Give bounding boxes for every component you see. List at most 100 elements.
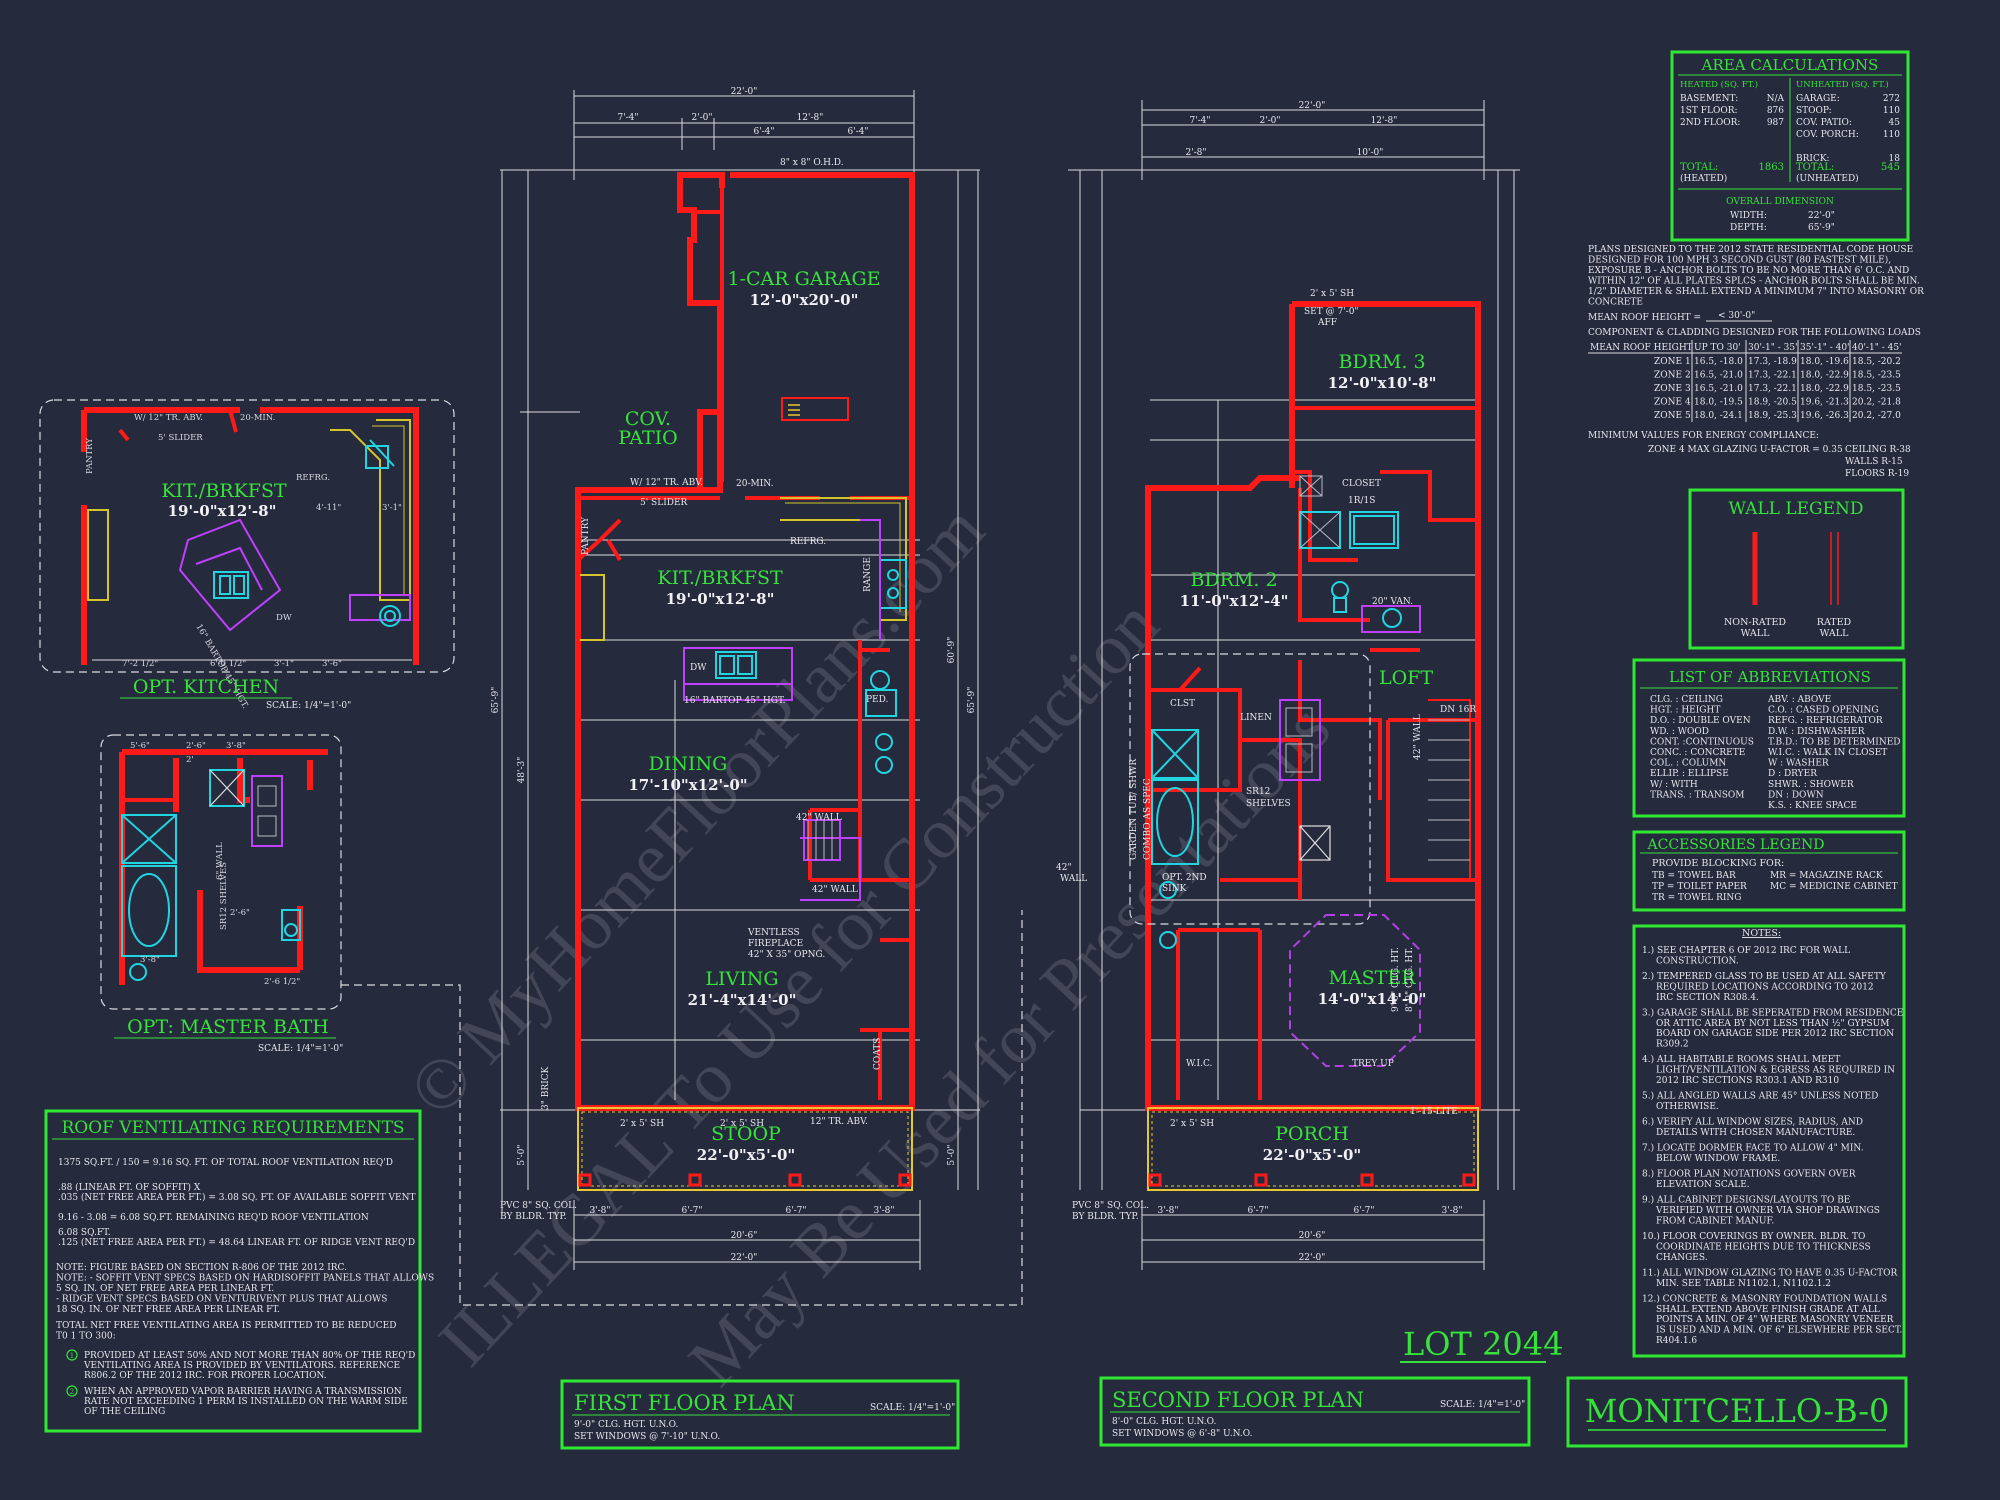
watermark: © MyHomeFloorPlans.com ILLEGAL To Use fo… [393,489,1345,1401]
abbreviation-item: ELLIP. : ELLIPSE [1650,769,1729,779]
plan-label: 2' x 5' SH [1170,1119,1214,1129]
first-floor-title-block: FIRST FLOOR PLAN SCALE: 1/4"=1'-0" 9'-0"… [560,1379,960,1450]
cladding-cell: 18.0, -19.6 [1800,357,1849,367]
plan-label: DW [690,663,707,673]
note-line: 2.) TEMPERED GLASS TO BE USED AT ALL SAF… [1642,971,1887,982]
dimension-text: 2'-0" [691,113,712,123]
rated-label: RATED [1817,617,1852,628]
heated-row-value: 876 [1767,106,1784,116]
plan-label: 12" TR. ABV. [810,1117,868,1127]
accessory-item: TP = TOILET PAPER [1652,882,1747,892]
roof-vent-note: - RIDGE VENT SPECS BASED ON VENTURIVENT … [56,1295,387,1305]
dimension-text: 6'-4" [753,127,774,137]
note-line: LIGHT/VENTILATION & EGRESS AS REQUIRED I… [1656,1066,1895,1076]
rated-wall: WALL [1820,628,1849,639]
svg-text:6'-0 1/2": 6'-0 1/2" [210,659,246,669]
note-line: 2012 IRC SECTIONS R303.1 AND R310 [1656,1076,1839,1086]
abbreviation-item: TRANS. : TRANSOM [1650,790,1745,800]
unheated-row-value: 110 [1883,106,1900,116]
unheated-row-value: 45 [1889,118,1901,128]
energy-title: MINIMUM VALUES FOR ENERGY COMPLIANCE: [1588,431,1819,441]
svg-text:6" WALL: 6" WALL [215,842,225,880]
note-line: 10.) FLOOR COVERINGS BY OWNER. BLDR. TO [1642,1231,1865,1242]
mean-roof-height-value: < 30'-0" [1718,311,1755,321]
area-title: AREA CALCULATIONS [1701,56,1879,74]
dimension-text: 48'-3" [517,757,527,784]
plan-label: RANGE [863,557,873,592]
abbreviation-item: T.B.D.: TO BE DETERMINED [1768,737,1901,747]
abbreviations-title: LIST OF ABBREVIATIONS [1669,668,1871,686]
dimension-text: 20'-6" [731,1231,758,1241]
cladding-cell: 18.5, -23.5 [1852,384,1901,394]
accessory-item: TB = TOWEL BAR [1652,871,1736,881]
opt-kitchen-room: KIT./BRKFST [161,480,287,502]
svg-text:2: 2 [70,1388,74,1396]
second-floor-plan: BDRM. 312'-0"x10'-8"BDRM. 211'-0"x12'-4"… [1056,100,1520,1270]
wall-legend-title: WALL LEGEND [1728,499,1863,519]
cladding-cell: ZONE 5 [1654,411,1691,421]
plan-label: TREY UP [1352,1059,1394,1069]
energy-line: ZONE 4 MAX GLAZING U-FACTOR = 0.35 [1648,445,1843,455]
note-line: SHALL EXTEND ABOVE FINISH GRADE AT ALL [1656,1305,1880,1315]
cladding-cell: 16.5, -18.0 [1694,357,1743,367]
depth-value: 65'-9" [1808,223,1835,233]
cladding-header: 40'-1" - 45' [1852,343,1902,353]
roof-vent-title: ROOF VENTILATING REQUIREMENTS [61,1118,404,1138]
first-floor-sub2: SET WINDOWS @ 7'-10" U.N.O. [574,1432,720,1442]
cladding-cell: ZONE 2 [1654,371,1691,381]
dimension-text: 3'-8" [589,1206,610,1216]
unheated-row-value: 110 [1883,130,1900,140]
first-floor-dims: 22'-0"7'-4"2'-0"12'-8"6'-4"6'-4"3'-8"6'-… [491,87,977,1263]
svg-text:SR12 SHELVES: SR12 SHELVES [219,862,229,930]
design-note-line: 1/2" DIAMETER & SHALL EXTEND A MINIMUM 7… [1588,287,1924,297]
note-line: 5.) ALL ANGLED WALLS ARE 45° UNLESS NOTE… [1642,1091,1878,1102]
plan-label: BY BLDR. TYP. [500,1212,567,1222]
cladding-header: 35'-1" - 40' [1800,343,1850,353]
dimension-text: 12'-8" [797,113,824,123]
svg-text:5' SLIDER: 5' SLIDER [158,433,203,443]
unheated-row-label: STOOP: [1796,106,1832,116]
plan-label: 42" WALL [1413,714,1423,760]
opt-kitchen-scale: SCALE: 1/4"=1'-0" [266,701,351,711]
dimension-text: 6'-7" [681,1206,702,1216]
heated-row-label: BASEMENT: [1680,94,1738,104]
plan-label: VENTLESS [747,928,800,938]
abbreviation-item: W/ : WITH [1650,780,1698,790]
svg-text:REFRG.: REFRG. [296,473,330,483]
total-heated-label: TOTAL: [1680,162,1718,173]
dimension-text: 6'-7" [785,1206,806,1216]
dimension-text: 12'-8" [1371,116,1398,126]
roof-vent-condition: RATE NOT EXCEEDING 1 PERM IS INSTALLED O… [84,1397,408,1407]
cladding-cell: ZONE 1 [1654,357,1691,367]
svg-text:3'-1": 3'-1" [274,659,294,669]
cladding-cell: 16.5, -21.0 [1694,371,1743,381]
dimension-text: 22'-0" [1299,1253,1326,1263]
note-line: 11.) ALL WINDOW GLAZING TO HAVE 0.35 U-F… [1642,1267,1897,1278]
room-name: DINING [649,753,728,775]
roof-vent-condition: OF THE CEILING [84,1407,165,1417]
cladding-cell: 18.9, -25.3 [1748,411,1797,421]
unheated-row-label: GARAGE: [1796,94,1840,104]
plan-label: 16" BARTOP 45" HGT. [684,696,786,706]
cladding-cell: 20.2, -27.0 [1852,411,1901,421]
plan-label: 20" VAN. [1372,597,1413,607]
room-dimension: 12'-0"x10'-8" [1328,374,1437,392]
dimension-text: 22'-0" [1299,101,1326,111]
roof-vent-note: NOTE: - SOFFIT VENT SPECS BASED ON HARDI… [56,1274,434,1284]
first-floor-plan: 1-CAR GARAGE12'-0"x20'-0"COV.PATIOKIT./B… [491,87,980,1270]
abbreviation-item: SHWR. : SHOWER [1768,780,1854,790]
roof-ventilation-block: ROOF VENTILATING REQUIREMENTS 1375 SQ.FT… [44,1109,434,1433]
dimension-text: 20'-6" [1299,1231,1326,1241]
non-rated-wall: WALL [1741,628,1770,639]
heated-row-value: 987 [1767,118,1784,128]
svg-text:1: 1 [70,1352,74,1360]
room-dimension: 22'-0"x5'-0" [697,1146,795,1164]
plan-label: 2' x 5' SH [620,1119,664,1129]
cladding-cell: 20.2, -21.8 [1852,398,1901,408]
dimension-text: 22'-0" [731,87,758,97]
plan-label: GARDEN TUB/ SHWR [1129,759,1139,860]
roof-vent-total: T0 1 TO 300: [56,1332,116,1342]
accessory-item: MR = MAGAZINE RACK [1770,871,1883,881]
plan-label: SR12 [1246,787,1270,797]
